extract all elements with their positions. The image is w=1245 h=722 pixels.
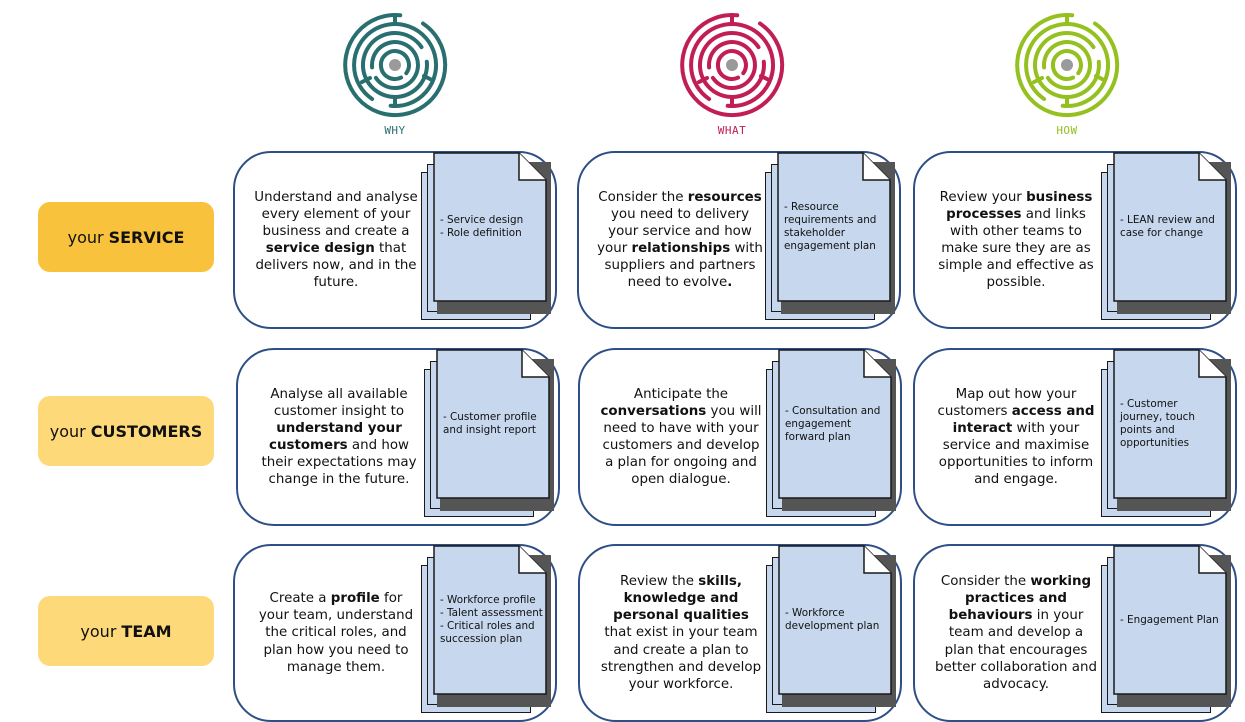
card-text-segment: Consider the bbox=[598, 189, 688, 205]
card-description: Review the skills, knowledge and persona… bbox=[598, 546, 764, 720]
card-text-segment: in your team and develop a plan that enc… bbox=[935, 608, 1097, 692]
document-stack-icon: - Workforce development plan bbox=[766, 543, 898, 719]
document-deliverables: - Customer profile and insight report bbox=[443, 411, 537, 436]
card-text-segment: Analyse all available customer insight t… bbox=[270, 386, 408, 419]
document-deliverables: - LEAN review and case for change bbox=[1120, 214, 1215, 239]
card-text-emphasis: service design bbox=[265, 241, 375, 256]
card-text-emphasis: business processes bbox=[946, 189, 1093, 222]
card-description: Map out how your customers access and in… bbox=[933, 350, 1099, 524]
row-label-keyword: TEAM bbox=[121, 621, 172, 641]
document-deliverables: - Service design - Role definition bbox=[440, 214, 524, 239]
card-text-segment: and links with other teams to make sure … bbox=[938, 206, 1094, 291]
card-text-segment: you need to delivery your service and ho… bbox=[597, 206, 752, 256]
card-text-segment: with your service and maximise opportuni… bbox=[938, 420, 1094, 488]
card-text-emphasis: understand your customers bbox=[269, 420, 402, 453]
card-customers-why: Analyse all available customer insight t… bbox=[236, 348, 560, 526]
card-description: Review your business processes and links… bbox=[933, 153, 1099, 327]
card-text-emphasis: access and interact bbox=[952, 403, 1095, 436]
row-label-keyword: CUSTOMERS bbox=[90, 421, 203, 441]
row-label-prefix: your bbox=[49, 421, 86, 441]
document-stack-icon: - Workforce profile - Talent assessment … bbox=[421, 543, 553, 719]
maze-icon-why bbox=[340, 10, 450, 120]
card-team-what: Review the skills, knowledge and persona… bbox=[578, 544, 902, 722]
column-label-why: WHY bbox=[384, 124, 406, 137]
document-stack-icon: - Engagement Plan bbox=[1101, 543, 1233, 719]
card-text-emphasis: relationships bbox=[631, 241, 731, 256]
card-text-emphasis: conversations bbox=[600, 403, 707, 419]
document-deliverables: - Engagement Plan bbox=[1120, 613, 1219, 626]
card-text-emphasis: profile bbox=[330, 591, 380, 607]
card-description: Understand and analyse every element of … bbox=[253, 153, 419, 327]
document-deliverables: - Customer journey, touch points and opp… bbox=[1120, 398, 1195, 449]
card-text-segment: you will need to have with your customer… bbox=[602, 403, 762, 488]
document-stack-icon: - LEAN review and case for change bbox=[1101, 150, 1233, 326]
row-label-keyword: SERVICE bbox=[108, 227, 185, 247]
document-stack-icon: - Customer profile and insight report bbox=[424, 347, 556, 523]
document-deliverables: - Workforce profile - Talent assessment … bbox=[440, 594, 543, 645]
document-deliverables: - Consultation and engagement forward pl… bbox=[785, 404, 881, 443]
card-text-segment: Understand and analyse every element of … bbox=[254, 189, 418, 239]
card-text-segment: Review the bbox=[620, 573, 699, 589]
card-text-segment: Consider the bbox=[940, 573, 1031, 589]
card-text-segment: with suppliers and partners need to evol… bbox=[604, 241, 763, 291]
card-text-segment: for your team, understand the critical r… bbox=[258, 591, 414, 675]
card-text-emphasis: resources bbox=[687, 189, 762, 205]
card-text-segment: and how their expectations may change in… bbox=[261, 438, 417, 488]
card-team-how: Consider the working practices and behav… bbox=[913, 544, 1237, 722]
document-stack-icon: - Service design - Role definition bbox=[421, 150, 553, 326]
maze-icon-what bbox=[677, 10, 787, 120]
card-description: Anticipate the conversations you will ne… bbox=[598, 350, 764, 524]
card-team-why: Create a profile for your team, understa… bbox=[233, 544, 557, 722]
document-stack-icon: - Customer journey, touch points and opp… bbox=[1101, 347, 1233, 523]
document-stack-icon: - Resource requirements and stakeholder … bbox=[765, 150, 897, 326]
card-customers-how: Map out how your customers access and in… bbox=[913, 348, 1237, 526]
document-deliverables: - Resource requirements and stakeholder … bbox=[784, 201, 877, 252]
card-description: Consider the resources you need to deliv… bbox=[597, 153, 763, 327]
card-text-emphasis: working practices and behaviours bbox=[948, 573, 1092, 624]
card-customers-what: Anticipate the conversations you will ne… bbox=[578, 348, 902, 526]
card-text-segment: that exist in your team and create a pla… bbox=[600, 625, 762, 692]
card-service-why: Understand and analyse every element of … bbox=[233, 151, 557, 329]
row-label-prefix: your bbox=[80, 621, 117, 641]
card-text-segment: Anticipate the bbox=[633, 386, 729, 402]
column-label-what: WHAT bbox=[717, 124, 747, 137]
card-text-segment: Review your bbox=[939, 189, 1027, 205]
column-label-how: HOW bbox=[1056, 124, 1078, 137]
row-label-prefix: your bbox=[67, 227, 104, 247]
card-description: Consider the working practices and behav… bbox=[933, 546, 1099, 720]
card-text-segment: that delivers now, and in the future. bbox=[255, 241, 417, 291]
card-description: Analyse all available customer insight t… bbox=[256, 350, 422, 524]
card-text-segment: Map out how your customers bbox=[937, 386, 1077, 419]
card-text-emphasis: skills, knowledge and personal qualities bbox=[613, 573, 749, 624]
document-deliverables: - Workforce development plan bbox=[785, 607, 880, 632]
card-description: Create a profile for your team, understa… bbox=[253, 546, 419, 720]
maze-icon-how bbox=[1012, 10, 1122, 120]
card-service-how: Review your business processes and links… bbox=[913, 151, 1237, 329]
card-service-what: Consider the resources you need to deliv… bbox=[577, 151, 901, 329]
card-text-segment: Create a bbox=[269, 591, 331, 607]
document-stack-icon: - Consultation and engagement forward pl… bbox=[766, 347, 898, 523]
card-text-emphasis: . bbox=[727, 275, 733, 291]
